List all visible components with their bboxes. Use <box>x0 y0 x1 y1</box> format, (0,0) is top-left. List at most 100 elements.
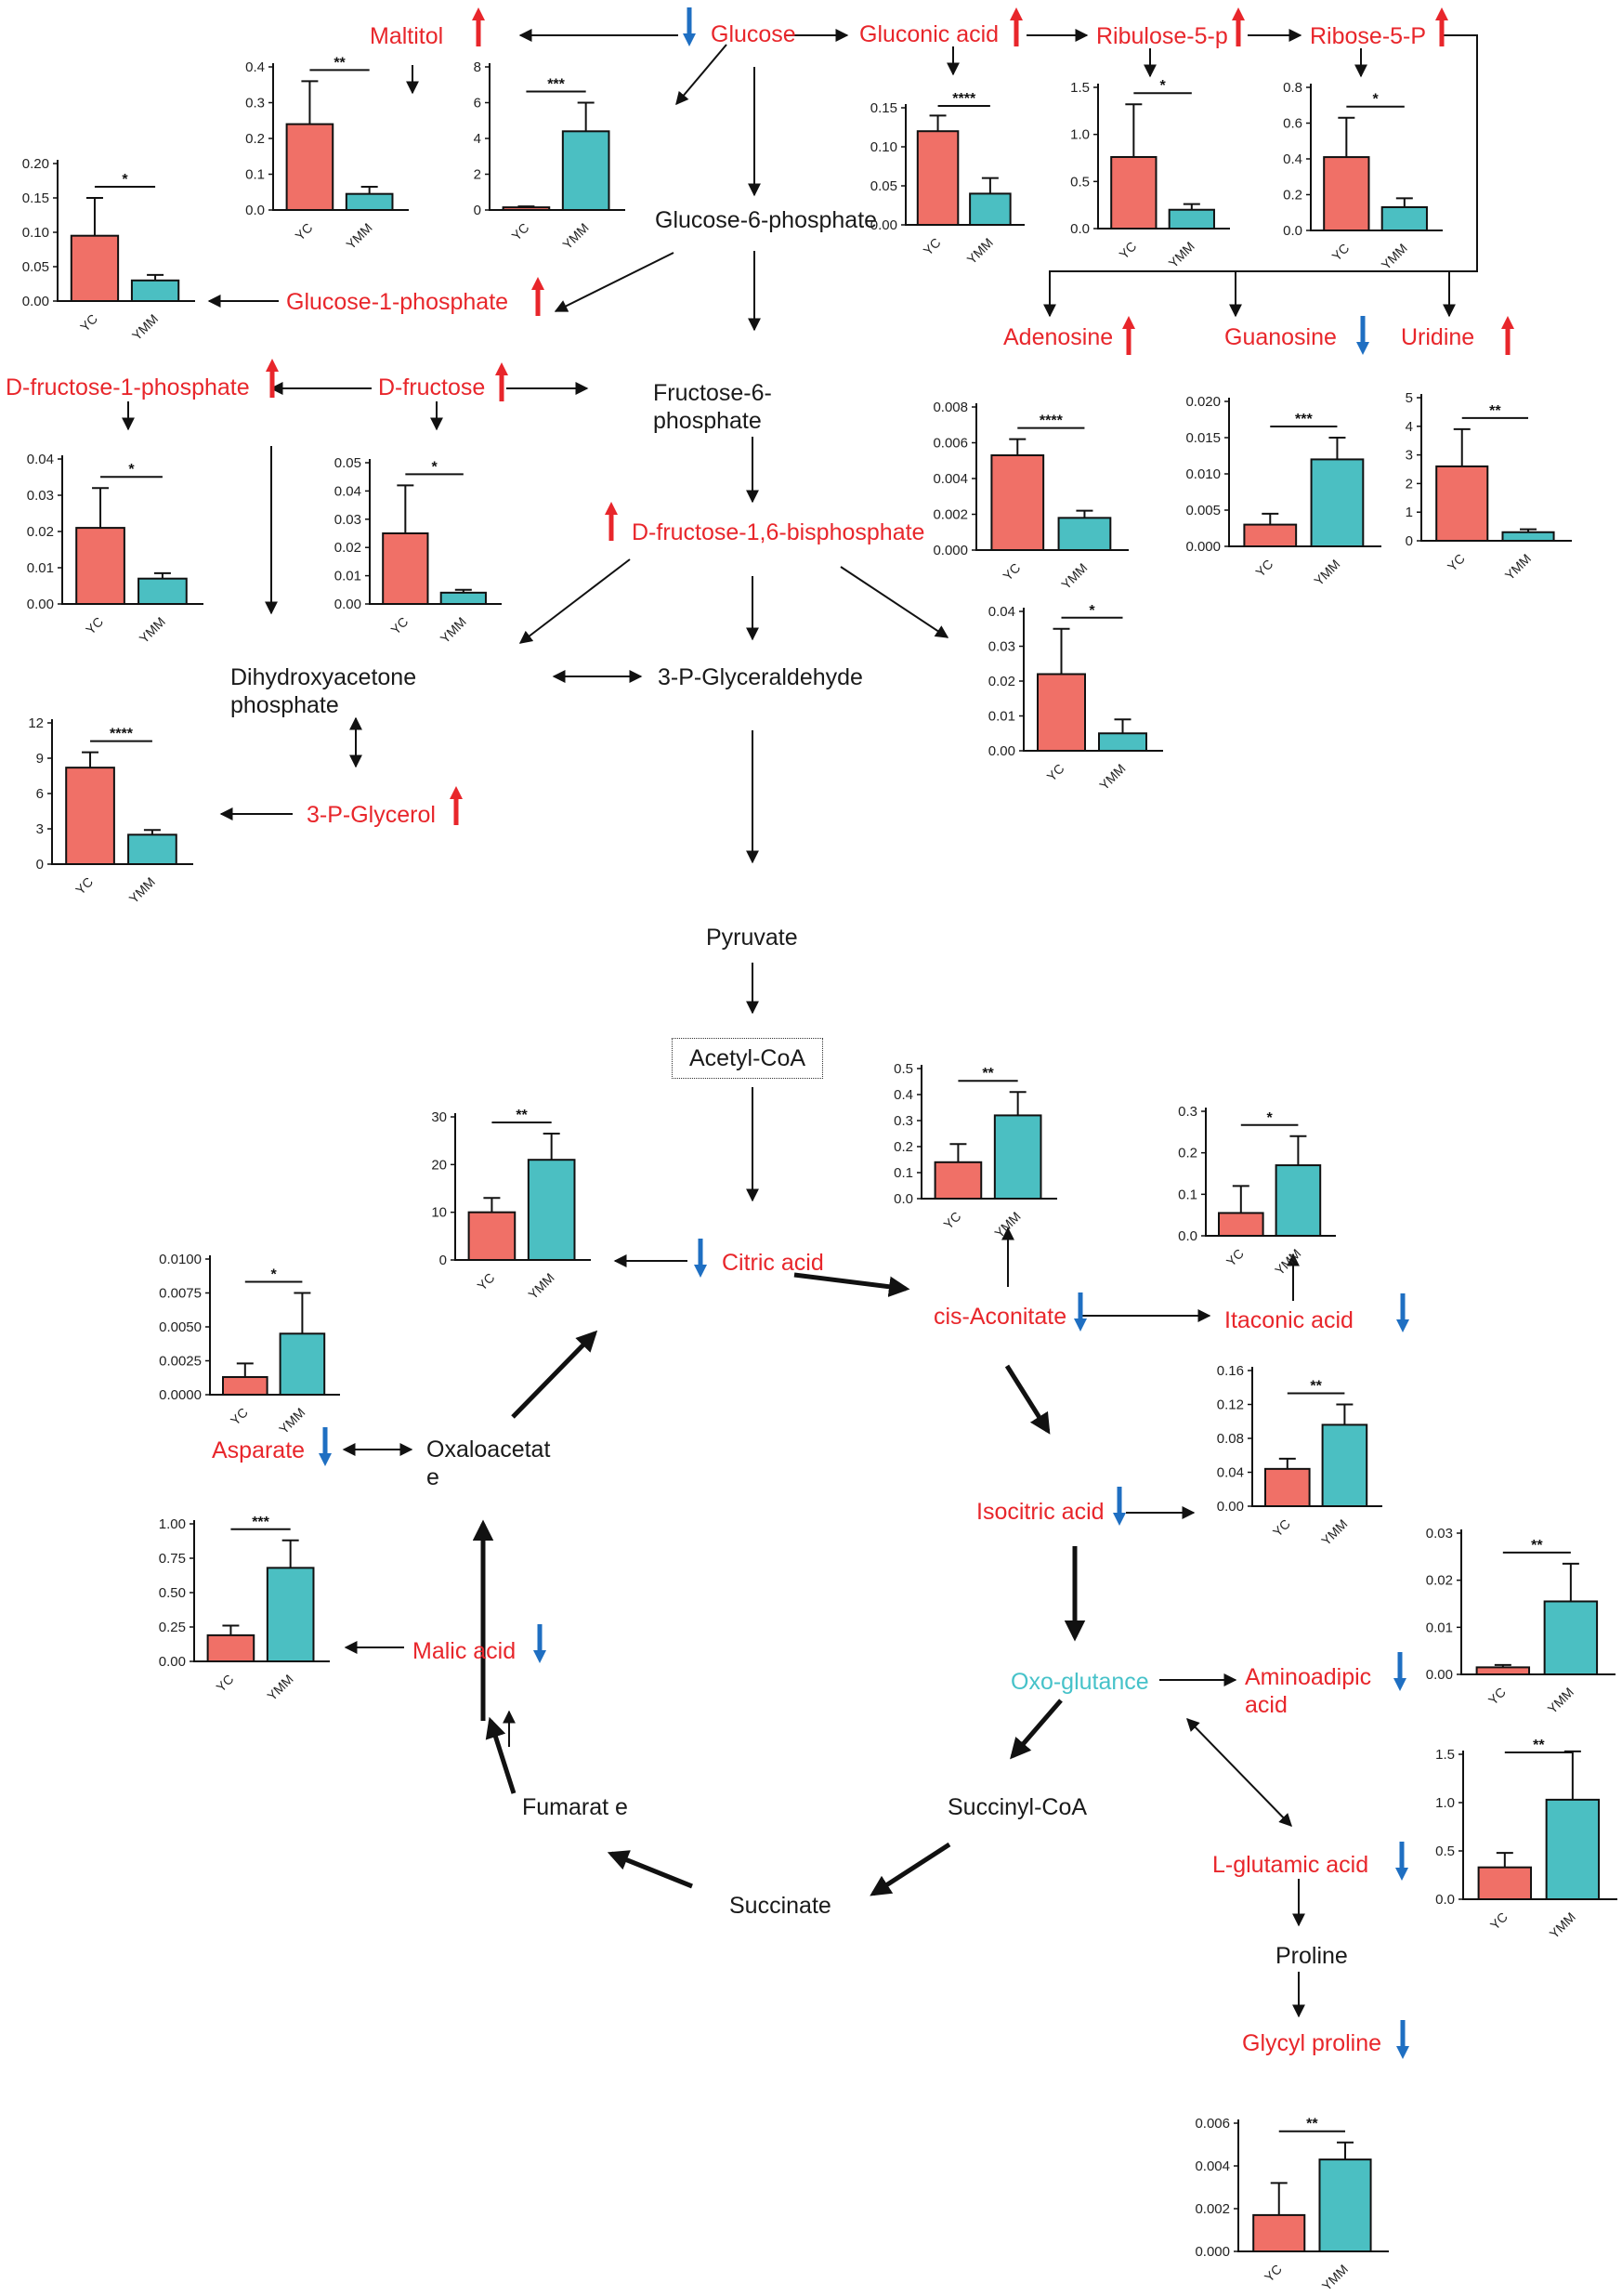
bar-yc <box>1477 1866 1533 1901</box>
y-tick-label: 0.005 <box>1185 503 1221 518</box>
y-tick-label: 0.20 <box>22 156 49 172</box>
bar-yc <box>65 767 115 866</box>
x-tick-label: YMM <box>1166 239 1197 270</box>
y-tick-label: 0 <box>1406 533 1413 549</box>
label-fumarate: Fumarat e <box>522 1794 628 1820</box>
label-d-fructose-1-6-bisphosphate: D-fructose-1,6-bisphosphate <box>632 519 925 545</box>
y-tick-label: 0.006 <box>1195 2116 1230 2132</box>
reaction-arrow <box>870 1842 951 1896</box>
y-tick-label: 0.3 <box>1178 1104 1197 1120</box>
x-tick-label: YC <box>228 1405 251 1428</box>
x-tick-label: YC <box>1328 241 1352 264</box>
y-tick-label: 0.002 <box>1195 2201 1230 2217</box>
y-tick-label: 0.3 <box>894 1113 913 1129</box>
x-tick-label: YC <box>940 1209 963 1232</box>
bar-ymm <box>266 1567 315 1662</box>
y-tick-label: 0.4 <box>894 1087 913 1103</box>
y-tick-label: 0.25 <box>159 1620 186 1635</box>
y-tick-label: 0.4 <box>245 59 265 75</box>
significance-label: *** <box>1295 412 1313 427</box>
y-tick-label: 0.04 <box>1217 1465 1244 1481</box>
label-proline: Proline <box>1275 1943 1348 1969</box>
up-arrow-icon <box>266 359 279 398</box>
bar-yc <box>1475 1666 1531 1676</box>
y-tick-label: 4 <box>474 131 481 147</box>
y-tick-label: 0.00 <box>988 743 1015 759</box>
bar-ymm <box>1275 1164 1322 1237</box>
y-tick-label: 0.0 <box>1070 221 1090 237</box>
y-tick-label: 0.2 <box>245 131 265 147</box>
label-succinyl-coa: Succinyl-CoA <box>948 1794 1088 1820</box>
y-tick-label: 0.0025 <box>159 1354 202 1370</box>
y-tick-label: 0.2 <box>894 1139 913 1155</box>
label-maltitol: Maltitol <box>370 23 444 49</box>
bar-yc <box>382 532 429 605</box>
label-ribose-5-p: Ribose-5-P <box>1310 23 1427 49</box>
label-cis-aconitate: cis-Aconitate <box>934 1304 1067 1330</box>
x-tick-label: YMM <box>525 1270 556 1302</box>
y-tick-label: 0.004 <box>933 471 968 487</box>
up-arrow-icon <box>1501 316 1514 355</box>
x-tick-label: YMM <box>559 220 591 252</box>
y-tick-label: 0.01 <box>27 560 54 576</box>
y-tick-label: 0.00 <box>334 597 361 612</box>
significance-label: ** <box>1531 1538 1543 1554</box>
down-arrow-icon <box>694 1239 707 1278</box>
bar-yc <box>285 123 334 212</box>
x-tick-label: YC <box>1252 557 1275 580</box>
bar-ymm <box>1057 517 1112 551</box>
y-tick-label: 1.5 <box>1435 1747 1455 1763</box>
x-tick-label: YMM <box>137 614 168 646</box>
y-tick-label: 0.00 <box>870 217 897 233</box>
significance-label: *** <box>547 77 565 93</box>
significance-label: * <box>122 172 128 188</box>
y-tick-label: 0.000 <box>1195 2244 1230 2260</box>
x-tick-label: YMM <box>1096 761 1128 793</box>
y-tick-label: 0.01 <box>334 569 361 584</box>
down-arrow-icon <box>683 7 696 46</box>
y-tick-label: 0.000 <box>1185 539 1221 555</box>
label-malic-acid: Malic acid <box>412 1638 517 1664</box>
y-tick-label: 0.01 <box>988 709 1015 725</box>
label-glucose: Glucose <box>711 21 796 47</box>
x-tick-label: YMM <box>129 311 161 343</box>
x-tick-label: YMM <box>1272 1246 1303 1278</box>
y-tick-label: 0 <box>36 857 44 872</box>
x-tick-label: YC <box>83 614 106 637</box>
reaction-arrow <box>675 44 727 106</box>
y-tick-label: 0 <box>474 203 481 218</box>
bar-ymm <box>1545 1798 1601 1901</box>
y-tick-label: 0.05 <box>870 178 897 194</box>
reaction-arrow <box>1186 1717 1292 1828</box>
y-tick-label: 0.02 <box>27 524 54 540</box>
y-tick-label: 0.02 <box>1426 1573 1453 1589</box>
bar-yc <box>467 1211 517 1261</box>
label-3-p-glycerol: 3-P-Glycerol <box>307 802 436 828</box>
bar-ymm <box>137 577 188 606</box>
x-tick-label: YMM <box>276 1405 307 1437</box>
y-tick-label: 0.3 <box>245 96 265 112</box>
y-tick-label: 0.00 <box>1426 1667 1453 1683</box>
down-arrow-icon <box>533 1624 546 1663</box>
label-d-fructose: D-fructose <box>378 374 486 400</box>
reaction-arrow <box>1004 1364 1051 1435</box>
up-arrow-icon <box>1232 7 1245 46</box>
significance-label: **** <box>110 727 134 742</box>
label-guanosine: Guanosine <box>1224 324 1337 350</box>
label-d-fructose-1-phosphate: D-fructose-1-phosphate <box>6 374 250 400</box>
bar-ymm <box>527 1159 576 1261</box>
y-tick-label: 0.01 <box>1426 1620 1453 1635</box>
bar-yc <box>934 1161 983 1200</box>
label-l-glutamic-acid: L-glutamic acid <box>1212 1852 1369 1878</box>
y-tick-label: 0.4 <box>1283 151 1302 167</box>
